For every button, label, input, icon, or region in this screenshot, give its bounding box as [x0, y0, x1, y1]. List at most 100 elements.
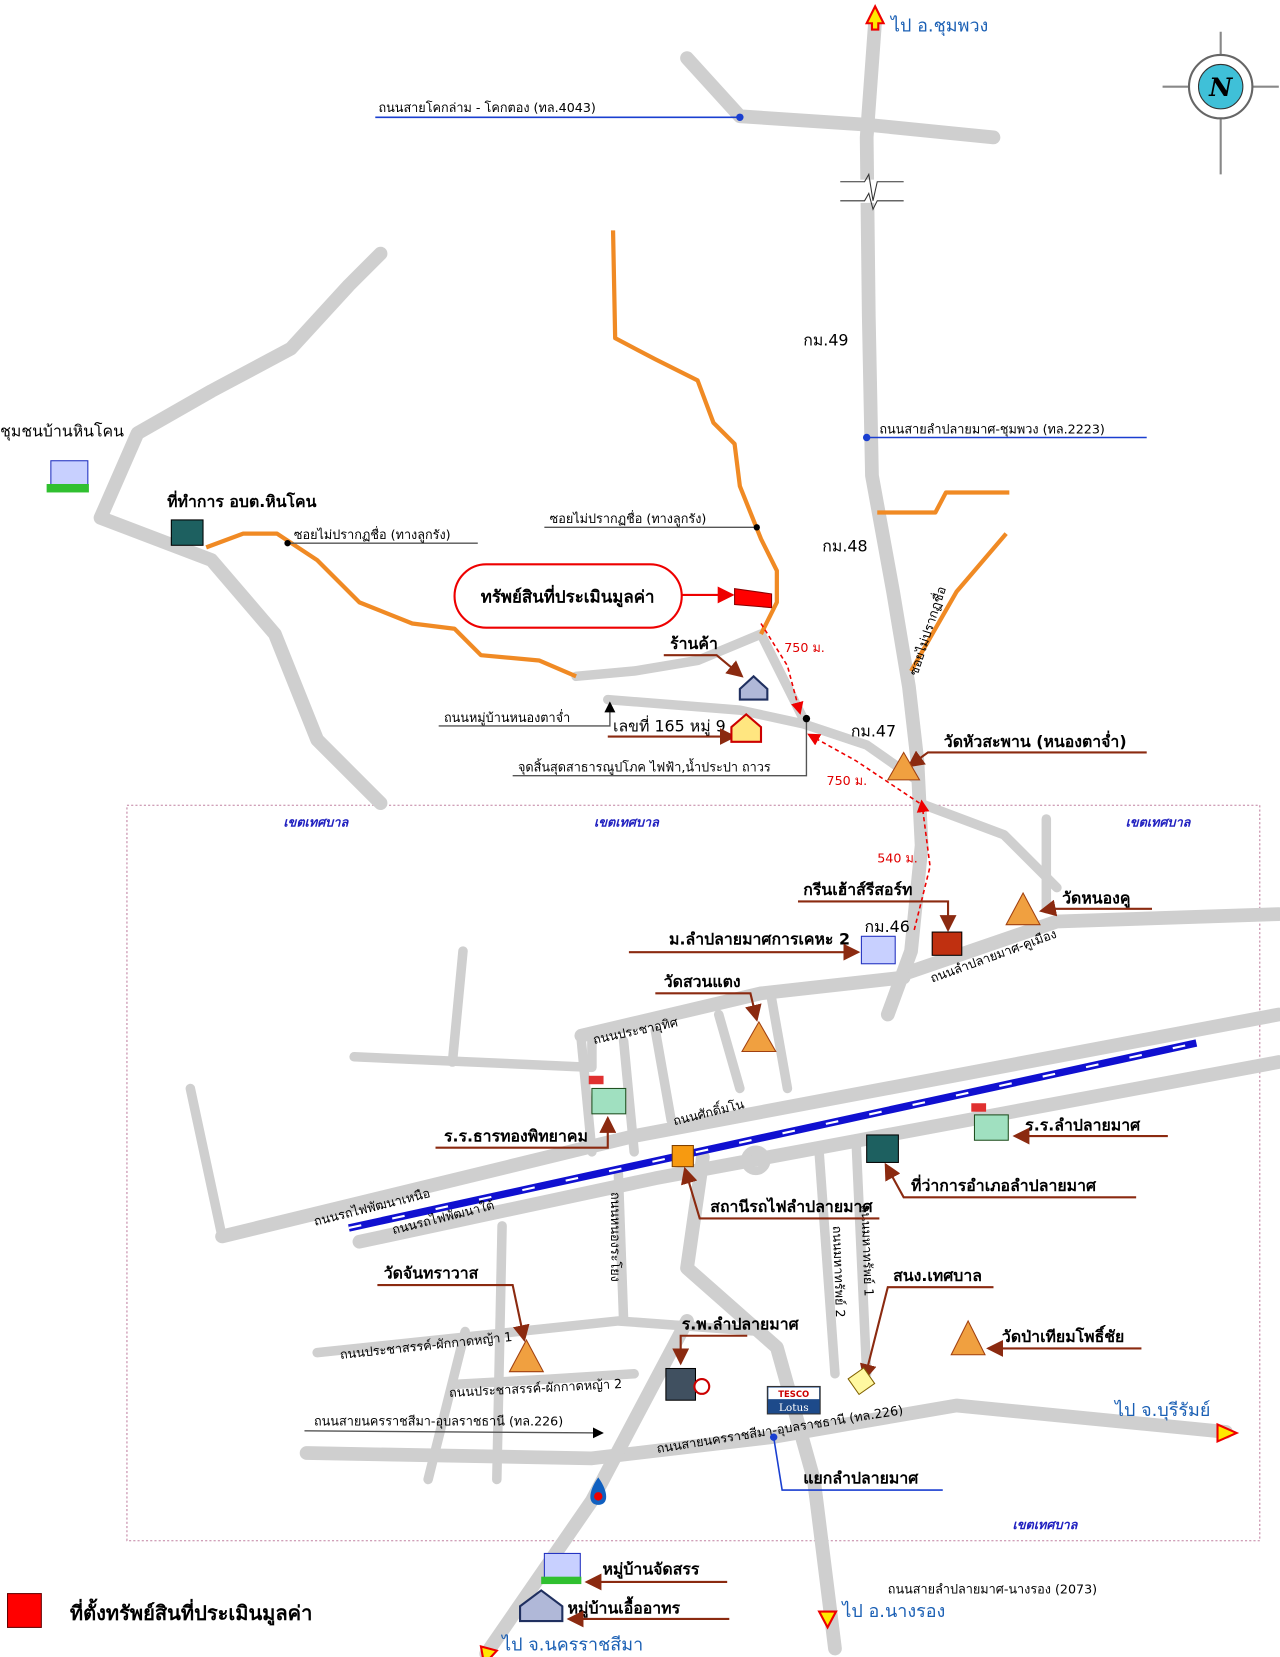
road-label-utility-end: จุดสิ้นสุดสาธารณูปโภค ไฟฟ้า,น้ำประปา ถาว… — [512, 714, 811, 777]
svg-text:ถนนสายโคกล่าม - โคกตอง (ทล.404: ถนนสายโคกล่าม - โคกตอง (ทล.4043) — [378, 100, 595, 115]
svg-text:หมู่บ้านจัดสรร: หมู่บ้านจัดสรร — [602, 1560, 699, 1581]
svg-text:540 ม.: 540 ม. — [877, 850, 918, 865]
svg-text:จุดสิ้นสุดสาธารณูปโภค ไฟฟ้า,น้: จุดสิ้นสุดสาธารณูปโภค ไฟฟ้า,น้ำประปา ถาว… — [518, 757, 771, 775]
subject-property-callout: ทรัพย์สินที่ประเมินมูลค่า — [453, 563, 773, 629]
svg-text:ทรัพย์สินที่ประเมินมูลค่า: ทรัพย์สินที่ประเมินมูลค่า — [481, 584, 655, 608]
resort-icon — [931, 931, 963, 956]
svg-text:TESCO: TESCO — [778, 1389, 809, 1399]
svg-text:ม.ลำปลายมาศการเคหะ 2: ม.ลำปลายมาศการเคหะ 2 — [669, 930, 850, 949]
place-lamplaimat-school: ร.ร.ลำปลายมาศ — [971, 1103, 1168, 1145]
svg-text:กรีนเฮ้าส์รีสอร์ท: กรีนเฮ้าส์รีสอร์ท — [803, 880, 912, 899]
km-marker-46: กม.46 — [865, 917, 910, 936]
road-label-soi-north: ซอยไม่ปรากฏชื่อ (ทางลูกรัง) — [544, 510, 760, 531]
place-district-office: ที่ว่าการอำเภอลำปลายมาศ — [866, 1134, 1137, 1199]
svg-text:N: N — [1208, 72, 1233, 102]
svg-text:ไป อ.ชุมพวง: ไป อ.ชุมพวง — [889, 15, 988, 37]
place-wat-nong-khu: วัดหนองคู — [1005, 889, 1153, 926]
municipal-boundary — [126, 804, 1261, 1542]
place-wat-pa-thiam: วัดป่าเทียมโพธิ์ชัย — [950, 1319, 1142, 1357]
road-label-maha-sap-1: ถนนมหาทรัพย์ 1 — [858, 1204, 876, 1296]
svg-text:แยกลำปลายมาศ: แยกลำปลายมาศ — [803, 1469, 919, 1488]
municipal-zone-label: เขตเทศบาล — [1013, 1517, 1079, 1532]
place-hospital: ร.พ.ลำปลายมาศ — [665, 1314, 800, 1401]
km-marker-47: กม.47 — [851, 722, 896, 741]
school-icon — [591, 1087, 627, 1115]
road-label-maha-sap-2: ถนนมหาทรัพย์ 2 — [830, 1225, 848, 1317]
road-break-symbol — [840, 172, 904, 211]
km-marker-48: กม.48 — [822, 537, 867, 556]
svg-text:ถนนสายลำปลายมาศ-ชุมพวง (ทล.222: ถนนสายลำปลายมาศ-ชุมพวง (ทล.2223) — [879, 421, 1105, 437]
svg-text:สนง.เทศบาล: สนง.เทศบาล — [893, 1266, 982, 1285]
svg-text:ที่ตั้งทรัพย์สินที่ประเมินมูลค: ที่ตั้งทรัพย์สินที่ประเมินมูลค่า — [70, 1598, 313, 1627]
place-junction: แยกลำปลายมาศ — [769, 1433, 943, 1491]
direction-southwest: ไป จ.นครราชสีมา — [479, 1634, 643, 1657]
place-wat-chanthrawat: วัดจันทราวาส — [377, 1264, 545, 1373]
svg-text:ไป จ.บุรีรัมย์: ไป จ.บุรีรัมย์ — [1113, 1399, 1210, 1421]
svg-text:สถานีรถไฟลำปลายมาศ: สถานีรถไฟลำปลายมาศ — [710, 1197, 873, 1216]
svg-text:หมู่บ้านเอื้ออาทร: หมู่บ้านเอื้ออาทร — [568, 1596, 681, 1620]
svg-text:วัดสวนแตง: วัดสวนแตง — [664, 972, 741, 991]
place-house-165: เลขที่ 165 หมู่ 9 — [607, 712, 763, 746]
temple-icon — [886, 751, 921, 781]
temple-icon — [508, 1338, 545, 1373]
direction-north: ไป อ.ชุมพวง — [864, 3, 988, 37]
svg-text:ซอยไม่ปรากฏชื่อ (ทางลูกรัง): ซอยไม่ปรากฏชื่อ (ทางลูกรัง) — [550, 510, 707, 527]
station-icon — [671, 1144, 694, 1168]
road-label-4043: ถนนสายโคกล่าม - โคกตอง (ทล.4043) — [375, 100, 744, 121]
place-wat-hua-saphan: วัดหัวสะพาน (หนองตาจ่ำ) — [886, 730, 1147, 781]
svg-text:ร้านค้า: ร้านค้า — [670, 634, 718, 653]
temple-icon — [741, 1020, 777, 1053]
road-label-soi-west: ซอยไม่ปรากฏชื่อ (ทางลูกรัง) — [284, 526, 478, 547]
road-label-soi-east: ซอยไม่ปรากฏชื่อ — [905, 584, 949, 677]
road-label-prachasan-1: ถนนประชาสรรค์-ผักกาดหญ้า 1 — [339, 1329, 513, 1362]
house-icon — [730, 712, 763, 743]
laterite-sois — [205, 230, 1010, 679]
place-green-house-resort: กรีนเฮ้าส์รีสอร์ท — [797, 880, 963, 956]
place-municipal-office: สนง.เทศบาล — [847, 1266, 994, 1396]
svg-text:ที่ว่าการอำเภอลำปลายมาศ: ที่ว่าการอำเภอลำปลายมาศ — [911, 1174, 1097, 1195]
road-label-2073: ถนนสายลำปลายมาศ-นางรอง (2073) — [888, 1582, 1097, 1597]
place-hin-khon-sao: ที่ทำการ อบต.หินโคน — [167, 490, 317, 546]
svg-text:ถนนหมู่บ้านหนองตาจ่ำ: ถนนหมู่บ้านหนองตาจ่ำ — [444, 709, 570, 726]
km-marker-49: กม.49 — [803, 331, 848, 350]
municipal-office-icon — [847, 1367, 876, 1396]
government-building-icon — [170, 519, 204, 546]
svg-text:ร.ร.ธารทองพิทยาคม: ร.ร.ธารทองพิทยาคม — [444, 1126, 588, 1145]
place-mu-ban-chatsan: หมู่บ้านจัดสรร — [541, 1552, 728, 1591]
direction-south: ไป อ.นางรอง — [817, 1600, 945, 1630]
legend-swatch — [7, 1593, 42, 1628]
legend: ที่ตั้งทรัพย์สินที่ประเมินมูลค่า — [7, 1593, 313, 1628]
svg-text:ชุมชนบ้านหินโคน: ชุมชนบ้านหินโคน — [0, 421, 124, 441]
place-shop: ร้านค้า — [663, 634, 769, 701]
place-tesco-lotus: TESCO Lotus — [766, 1385, 821, 1415]
place-hin-khon-community: ชุมชนบ้านหินโคน — [0, 421, 124, 493]
north-arrow-compass: N — [1162, 31, 1279, 175]
svg-text:Lotus: Lotus — [779, 1402, 809, 1414]
subject-property-marker — [734, 588, 773, 609]
gas-station-icon — [590, 1477, 607, 1505]
distance-route: 750 ม. 750 ม. 540 ม. — [760, 623, 931, 931]
direction-east: ไป จ.บุรีรัมย์ — [1113, 1399, 1240, 1444]
place-wat-suan-taeng: วัดสวนแตง — [655, 972, 777, 1053]
temple-icon — [1005, 891, 1041, 926]
svg-text:750 ม.: 750 ม. — [827, 773, 868, 788]
temple-icon — [950, 1319, 986, 1356]
svg-text:วัดหัวสะพาน (หนองตาจ่ำ): วัดหัวสะพาน (หนองตาจ่ำ) — [944, 730, 1127, 751]
place-mu-ban-uea-athon: หมู่บ้านเอื้ออาทร — [519, 1589, 730, 1628]
place-railway-station: สถานีรถไฟลำปลายมาศ — [671, 1144, 880, 1220]
svg-text:วัดจันทราวาส: วัดจันทราวาส — [384, 1264, 479, 1283]
svg-text:วัดหนองคู: วัดหนองคู — [1062, 889, 1130, 910]
svg-text:ไป จ.นครราชสีมา: ไป จ.นครราชสีมา — [500, 1634, 643, 1656]
road-network — [93, 14, 1280, 1657]
village-icon — [860, 935, 896, 965]
municipal-zone-label: เขตเทศบาล — [1126, 814, 1192, 829]
svg-text:วัดป่าเทียมโพธิ์ชัย: วัดป่าเทียมโพธิ์ชัย — [1002, 1325, 1124, 1346]
svg-text:ร.ร.ลำปลายมาศ: ร.ร.ลำปลายมาศ — [1025, 1116, 1141, 1135]
house-icon — [519, 1589, 564, 1623]
svg-text:750 ม.: 750 ม. — [784, 640, 825, 655]
svg-text:เลขที่ 165 หมู่ 9: เลขที่ 165 หมู่ 9 — [613, 714, 726, 736]
school-icon — [973, 1114, 1009, 1141]
municipal-zone-label: เขตเทศบาล — [283, 814, 349, 829]
road-label-nong-rayong: ถนนหนองระโยง — [608, 1192, 623, 1282]
